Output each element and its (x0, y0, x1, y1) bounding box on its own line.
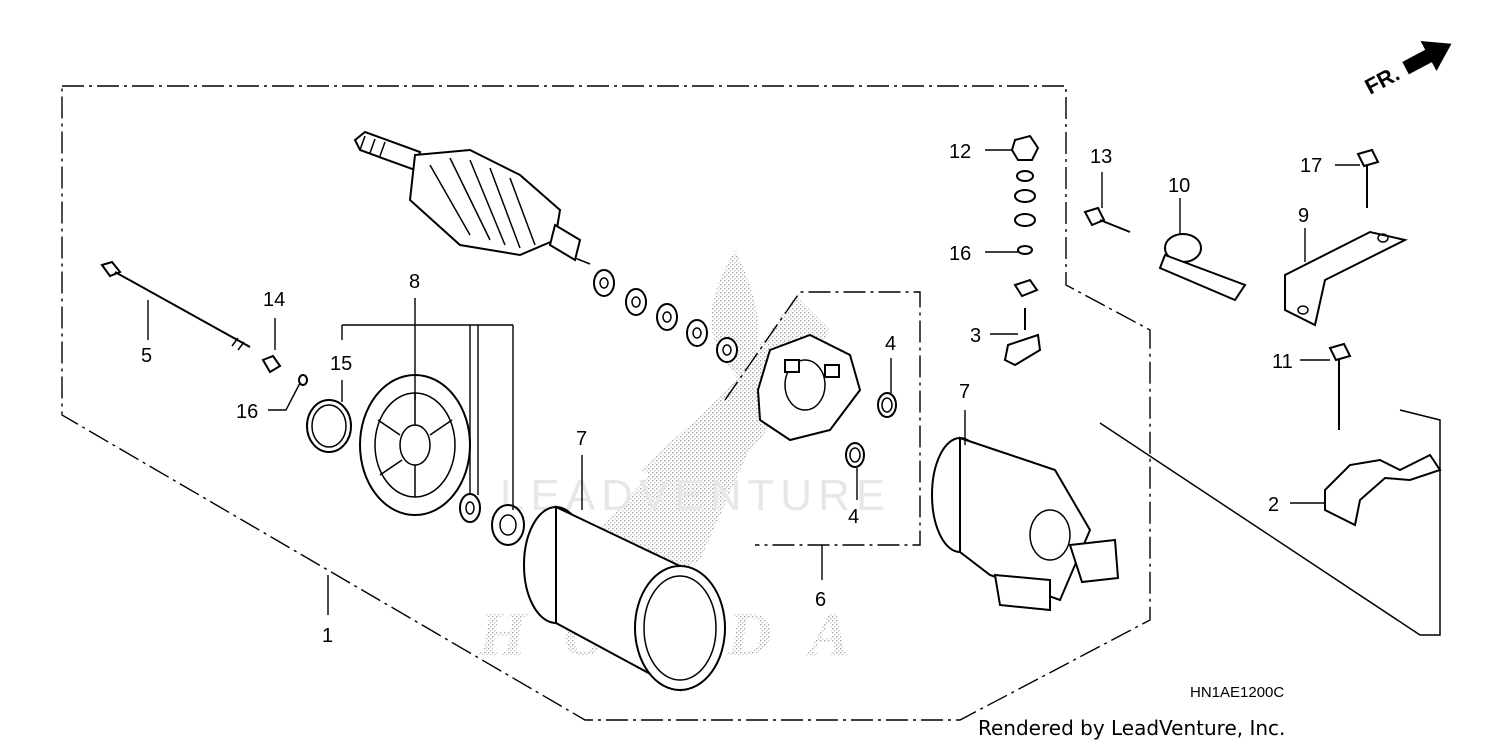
callout-7b: 7 (959, 381, 970, 403)
callout-1: 1 (322, 625, 333, 647)
brush-holder-outline (724, 291, 921, 546)
arrow-icon (1402, 40, 1452, 75)
leader-lines (147, 149, 1360, 615)
fr-label: FR. (1361, 61, 1404, 100)
callout-4b: 4 (848, 506, 859, 528)
bracket-part-2 (1324, 453, 1442, 527)
nut-part-14 (261, 354, 282, 374)
callout-13: 13 (1090, 146, 1112, 168)
spring-part-4a (877, 392, 897, 418)
callout-7a: 7 (576, 428, 587, 450)
washer-set (593, 269, 738, 363)
callout-17: 17 (1300, 155, 1322, 177)
callout-5: 5 (141, 345, 152, 367)
callout-2: 2 (1268, 494, 1279, 516)
callout-8: 8 (409, 271, 420, 293)
callout-16a: 16 (236, 401, 258, 423)
spring-part-4b (845, 442, 865, 468)
assembly-outline (61, 85, 1151, 721)
bearing-part (459, 493, 481, 523)
bolt-part-13 (1083, 206, 1106, 227)
o-ring-part-15 (306, 399, 352, 453)
callout-14: 14 (263, 289, 285, 311)
callout-11: 11 (1272, 351, 1293, 373)
callout-12: 12 (949, 141, 971, 163)
callout-3: 3 (970, 325, 981, 347)
seal-part (491, 504, 525, 546)
bolt-part-11 (1328, 342, 1352, 362)
yoke-housing-part (523, 505, 726, 692)
diagram-code: HN1AE1200C (1190, 684, 1284, 701)
callout-9: 9 (1298, 205, 1309, 227)
front-direction-arrow: FR. (1361, 40, 1452, 100)
bracket-outline (1099, 409, 1441, 636)
long-bolt-part (100, 260, 251, 351)
terminal-stack (1003, 134, 1042, 367)
callout-4a: 4 (885, 333, 896, 355)
callout-16b: 16 (949, 243, 971, 265)
front-cover-part (931, 436, 1120, 612)
bracket-part-9 (1284, 230, 1408, 327)
clamp-part-10 (1158, 233, 1247, 302)
callout-6: 6 (815, 589, 826, 611)
bolt-part-17 (1356, 148, 1380, 168)
render-credit: Rendered by LeadVenture, Inc. (978, 716, 1286, 740)
armature-part (353, 130, 591, 265)
callout-10: 10 (1168, 175, 1190, 197)
brush-holder-part (756, 333, 862, 442)
callout-labels: 5 14 8 15 16 7 1 6 4 4 7 12 16 3 13 10 9… (141, 141, 1322, 647)
washer-part-16 (298, 374, 308, 386)
callout-15: 15 (330, 353, 352, 375)
